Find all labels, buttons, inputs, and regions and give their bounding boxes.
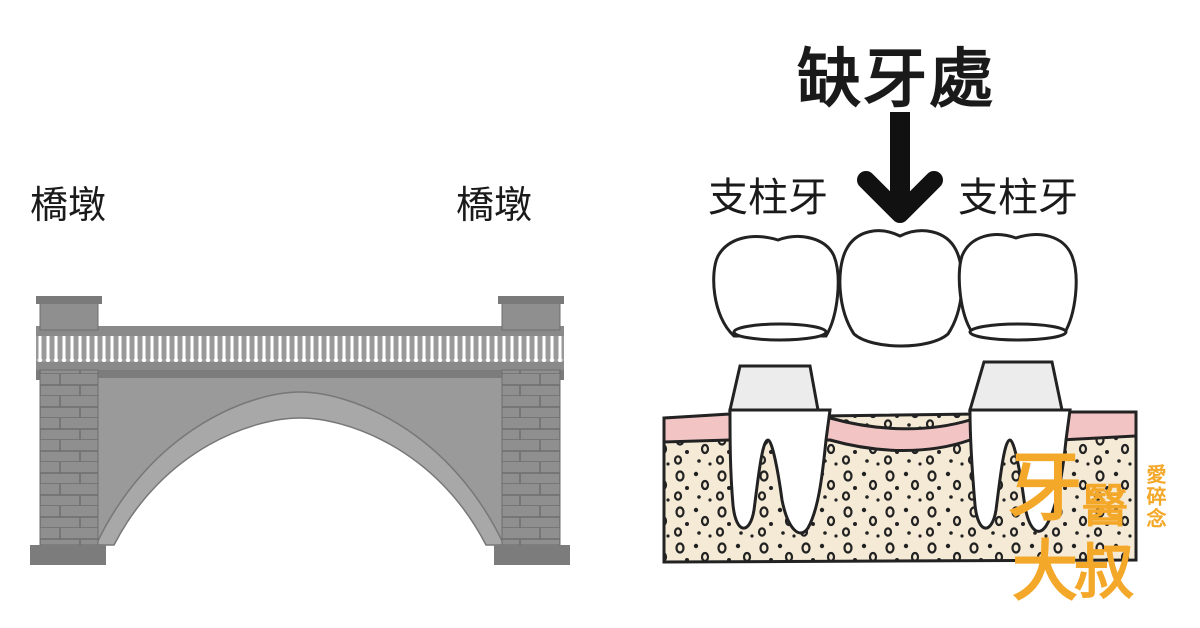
pier-label-left: 橋墩 — [30, 183, 107, 227]
logo-char-2: 醫 — [1082, 479, 1128, 533]
abutment-tooth-label-right: 支柱牙 — [958, 175, 1078, 221]
pier-label-right: 橋墩 — [456, 183, 533, 227]
abutment-tooth-label-left: 支柱牙 — [708, 175, 828, 221]
logo-char-4: 叔 — [1074, 538, 1134, 608]
down-arrow-icon — [857, 112, 943, 223]
brand-logo: 牙 醫 大 叔 愛碎念 — [1008, 428, 1198, 610]
logo-char-3: 大 — [1012, 533, 1078, 610]
missing-tooth-label: 缺牙處 — [797, 43, 995, 117]
logo-tagline: 愛碎念 — [1143, 464, 1167, 530]
dental-bridge-diagram — [662, 112, 1138, 564]
bridge — [30, 296, 570, 565]
logo-char-1: 牙 — [1008, 445, 1082, 531]
